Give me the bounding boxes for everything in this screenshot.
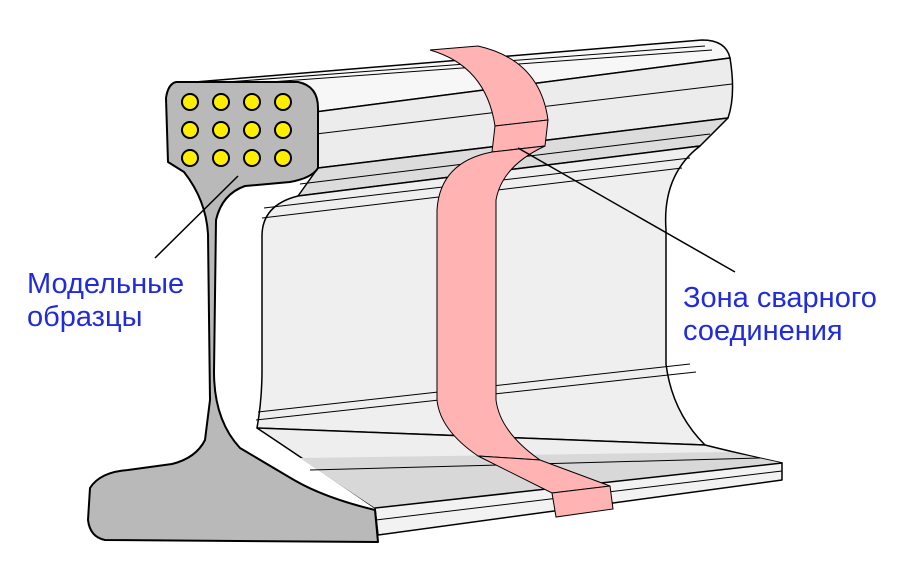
weld-band-foot-edge: [551, 485, 614, 518]
model-sample-circle: [181, 149, 199, 167]
label-model-samples-line1: Модельные: [27, 268, 185, 300]
label-weld-zone: Зона сварного соединения: [683, 282, 877, 348]
label-model-samples: Модельные образцы: [27, 268, 184, 334]
label-model-samples-line2: образцы: [27, 301, 143, 333]
label-weld-zone-line1: Зона сварного: [683, 282, 877, 314]
model-samples-grid: [181, 93, 292, 167]
model-sample-circle: [181, 121, 199, 139]
model-sample-circle: [181, 93, 199, 111]
model-sample-circle: [274, 93, 292, 111]
model-sample-circle: [212, 93, 230, 111]
model-sample-circle: [243, 121, 261, 139]
model-sample-circle: [212, 149, 230, 167]
label-weld-zone-line2: соединения: [683, 315, 843, 347]
rail-cross-section: [87, 81, 379, 543]
model-sample-circle: [274, 149, 292, 167]
model-sample-circle: [212, 121, 230, 139]
model-sample-circle: [243, 93, 261, 111]
weld-zone-band: [429, 45, 614, 518]
rail-head-top-line: [213, 49, 713, 87]
leader-line-model-samples: [154, 175, 239, 259]
model-sample-circle: [243, 149, 261, 167]
model-sample-circle: [274, 121, 292, 139]
leader-line-weld-zone: [517, 147, 736, 273]
rail-head-top-line: [199, 45, 706, 85]
